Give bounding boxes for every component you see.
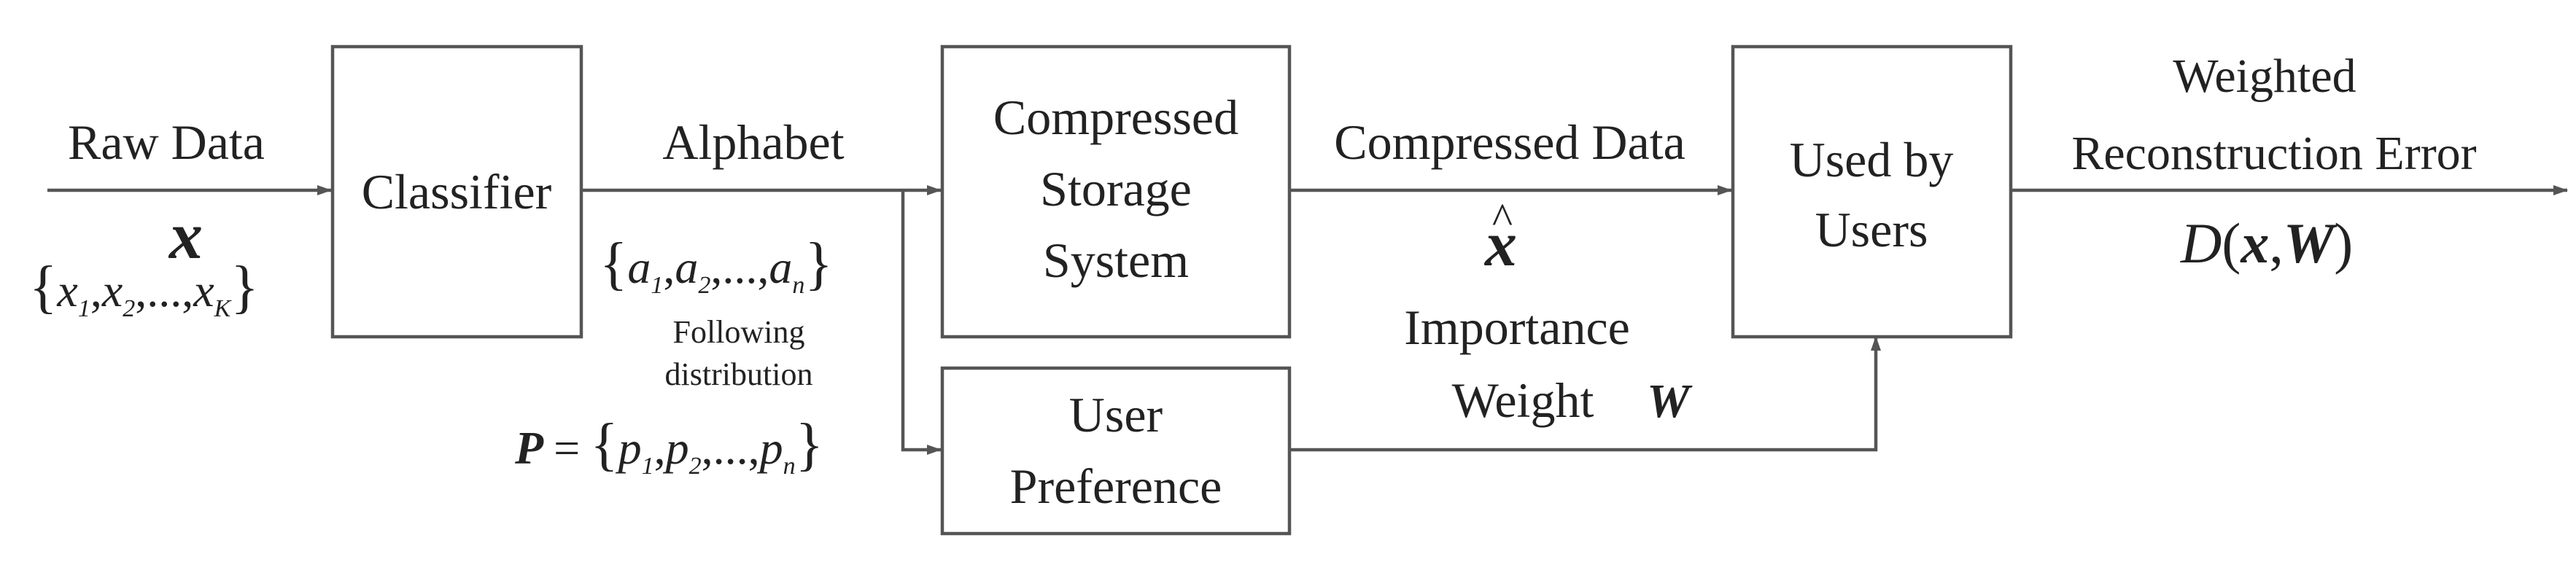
storage-label-line1: Compressed	[993, 90, 1238, 145]
classifier-label: Classifier	[362, 164, 552, 219]
compressed-data-label: Compressed Data	[1334, 114, 1685, 170]
following-label: Following	[673, 314, 805, 350]
raw-data-label: Raw Data	[68, 114, 265, 170]
raw-data-symbol: x	[168, 198, 203, 273]
user-preference-line2: Preference	[1010, 458, 1222, 514]
used-by-users-line2: Users	[1815, 202, 1928, 257]
weight-label: Weight	[1452, 372, 1594, 428]
probability-set: P={p1,p2,...,pn}	[514, 413, 823, 480]
used-by-users-block: Used by Users	[1731, 44, 2013, 339]
reconstruction-error-label: Reconstruction Error	[2071, 127, 2476, 180]
weight-symbol: W	[1647, 375, 1693, 428]
user-preference-line1: User	[1069, 387, 1163, 442]
storage-label-line3: System	[1043, 233, 1189, 288]
raw-data-set: {x1,x2,...,xK}	[29, 255, 259, 322]
error-formula: D(x,W)	[2180, 211, 2353, 275]
x-hat-symbol: x	[1483, 209, 1517, 280]
storage-block: Compressed Storage System	[940, 44, 1292, 339]
alphabet-label: Alphabet	[662, 114, 844, 170]
distribution-label: distribution	[665, 356, 813, 392]
classifier-block: Classifier	[330, 44, 583, 339]
storage-label-line2: Storage	[1040, 161, 1192, 216]
x-hat-accent: ^	[1492, 195, 1513, 243]
connections	[47, 185, 2568, 455]
importance-label: Importance	[1404, 300, 1630, 355]
weighted-label: Weighted	[2173, 50, 2356, 103]
importance-weight-arrow	[1289, 336, 1881, 452]
used-by-users-line1: Used by	[1790, 132, 1954, 187]
alphabet-set: {a1,a2,...,an}	[600, 232, 833, 299]
user-preference-block: User Preference	[940, 366, 1292, 536]
preference-branch-arrow	[901, 190, 942, 455]
